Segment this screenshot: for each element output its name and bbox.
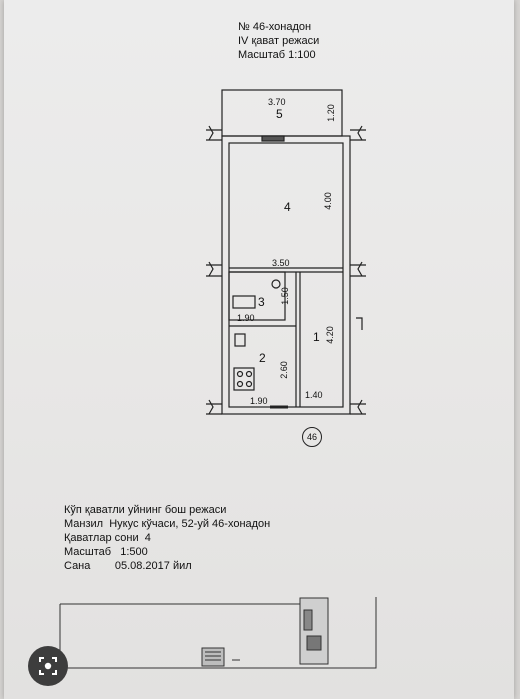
dim-entry-width: 1.40 (305, 390, 323, 400)
dim-bath-width: 1.90 (237, 313, 255, 323)
room-3-label: 3 (258, 295, 265, 309)
floors-row: Қаватлар сони 4 (64, 531, 270, 545)
site-info: Кўп қаватли уйнинг бош режаси Манзил Нук… (64, 503, 270, 573)
room-4-label: 4 (284, 200, 291, 214)
dim-balcony-width: 3.70 (268, 97, 286, 107)
room-2-label: 2 (259, 351, 266, 365)
room-1-label: 1 (313, 330, 320, 344)
lens-search-icon (39, 657, 57, 675)
scale-label: Масштаб (64, 546, 112, 558)
bath-tub (232, 295, 256, 309)
toilet (271, 279, 281, 289)
address-row: Манзил Нукус кўчаси, 52-уй 46-хонадон (64, 517, 270, 531)
apartment-marker: 46 (302, 427, 322, 447)
date-label: Сана (64, 560, 91, 572)
date-value: 05.08.2017 йил (114, 560, 192, 572)
address-value: Нукус кўчаси, 52-уй 46-хонадон (109, 518, 271, 530)
date-row: Сана 05.08.2017 йил (64, 559, 270, 573)
bathroom-outline (228, 271, 286, 321)
plan-scale: Масштаб 1:100 (238, 49, 316, 61)
address-label: Манзил (64, 518, 104, 530)
kitchen-sink (234, 333, 246, 347)
floors-label: Қаватлар сони (64, 532, 139, 544)
balcony-door (261, 135, 285, 142)
apartment-number: № 46-хонадон (238, 21, 312, 33)
floor-plan (206, 89, 366, 415)
site-plan (59, 597, 377, 669)
scale-value: 1:500 (120, 546, 148, 558)
floor-plan-title: IV қават режаси (238, 35, 320, 47)
dim-kitchen-width: 1.90 (250, 396, 268, 406)
dim-room4-width: 3.50 (272, 258, 290, 268)
floors-value: 4 (144, 532, 151, 544)
site-plan-title: Кўп қаватли уйнинг бош режаси (64, 504, 227, 516)
plan-header: № 46-хонадон IV қават режаси Масштаб 1:1… (238, 20, 319, 62)
outer-wall (221, 135, 351, 415)
kitchen-stove (233, 367, 255, 391)
scale-row: Масштаб 1:500 (64, 545, 270, 559)
room-5-label: 5 (276, 107, 283, 121)
lens-search-button[interactable] (28, 646, 68, 686)
document-sheet: № 46-хонадон IV қават режаси Масштаб 1:1… (4, 0, 514, 699)
